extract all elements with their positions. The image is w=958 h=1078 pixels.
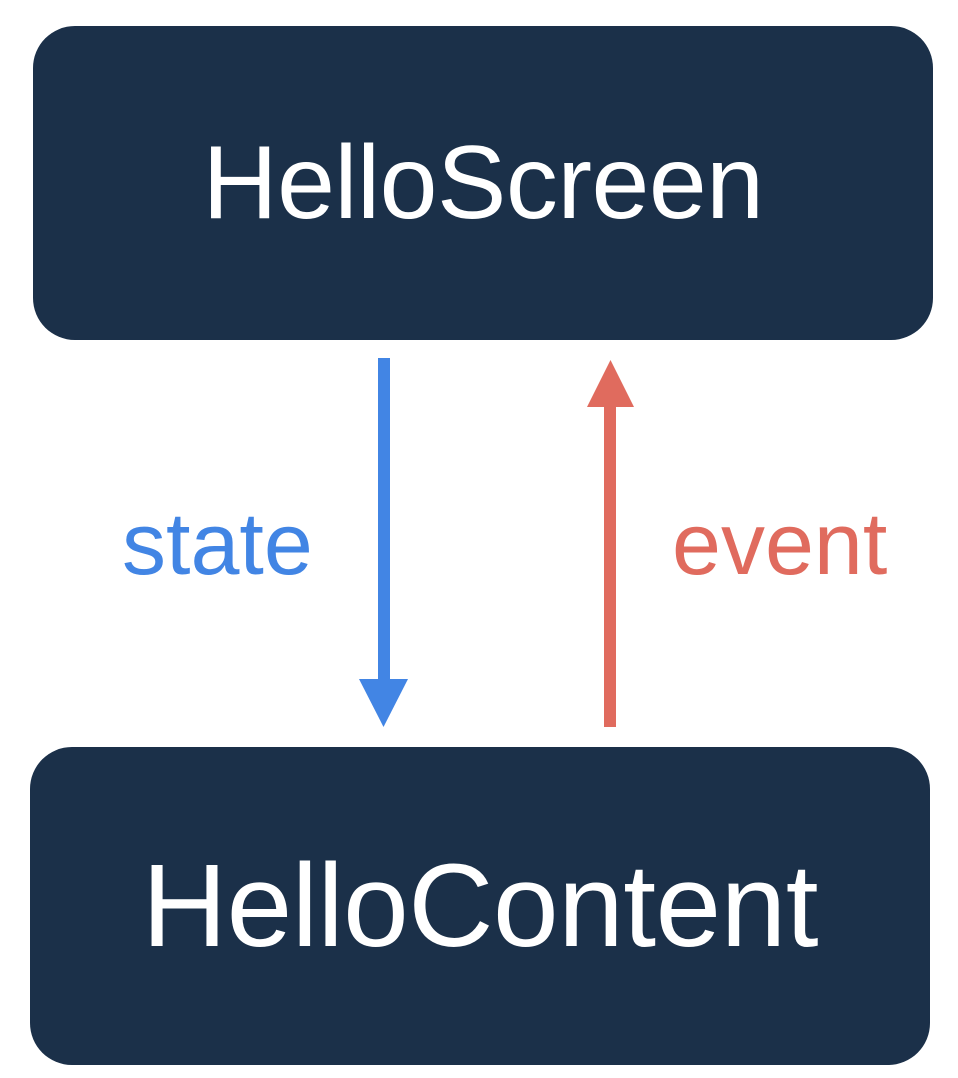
edge-label-event: event [672, 494, 888, 593]
node-hello-content-label: HelloContent [141, 840, 819, 972]
node-hello-content[interactable]: HelloContent [30, 747, 930, 1065]
node-hello-screen-label: HelloScreen [202, 125, 764, 241]
node-hello-screen[interactable]: HelloScreen [33, 26, 933, 340]
edge-label-state: state [122, 494, 313, 593]
event-arrow-up-icon [587, 360, 634, 727]
state-arrow-down-icon [359, 358, 408, 727]
